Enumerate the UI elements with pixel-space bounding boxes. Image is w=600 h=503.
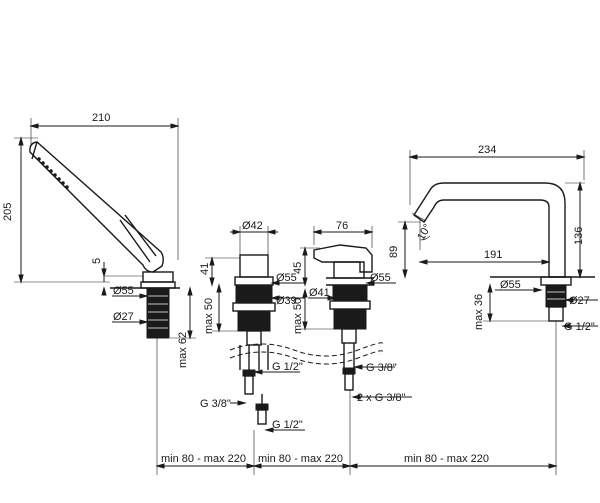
dim-handle1-height: 41 (199, 263, 211, 275)
cut-line-upper (229, 342, 383, 357)
handshower-drawing: 210 205 (2, 112, 196, 368)
dim-handshower-outer: Ø55 (113, 285, 134, 297)
conn-valve2-top: G 3/8" (366, 362, 397, 374)
spacing-span-1: min 80 - max 220 (161, 453, 246, 465)
dim-spout-thread: Ø27 (569, 295, 590, 307)
cut-line-lower (229, 350, 383, 365)
dim-handle1-base: Ø55 (276, 272, 297, 284)
dim-spout-base: Ø55 (500, 279, 521, 291)
dim-handshower-thread: Ø27 (113, 311, 134, 323)
dim-spout-length: 234 (478, 144, 496, 156)
dim-handle1-inner: Ø39 (276, 295, 297, 307)
conn-valve1-side: G 3/8" (200, 398, 231, 410)
conn-valve2-pair: 2 x G 3/8" (357, 392, 406, 404)
dim-spout-height: 136 (573, 227, 585, 245)
spacing-dimensions: min 80 - max 220 min 80 - max 220 min 80… (155, 321, 558, 475)
handle-left-drawing: Ø42 41 Ø55 Ø39 max 50 (199, 220, 305, 433)
conn-valve1-top: G 1/2" (272, 361, 303, 373)
dim-handle2-height: 45 (292, 262, 304, 274)
dim-spout-max: max 36 (473, 294, 485, 330)
spacing-span-2: min 80 - max 220 (258, 453, 343, 465)
dim-handle1-diameter: Ø42 (242, 220, 263, 232)
conn-spout: G 1/2" (564, 321, 595, 333)
dim-handshower-max: max 62 (177, 332, 189, 368)
dim-spout-angle: 10° (415, 222, 434, 242)
dim-handshower-gap: 5 (91, 258, 103, 264)
dim-handshower-length: 210 (92, 112, 110, 124)
spacing-span-3: min 80 - max 220 (404, 453, 489, 465)
dim-handle2-width: 76 (336, 220, 348, 232)
conn-valve1-bottom: G 1/2" (272, 419, 303, 431)
dim-handle2-base: Ø55 (370, 272, 391, 284)
dim-handle2-inner: Ø41 (309, 287, 330, 299)
dim-handshower-height: 205 (2, 203, 14, 221)
dim-spout-reach: 191 (484, 249, 502, 261)
dim-handle1-max: max 50 (203, 298, 215, 334)
dim-spout-outlet-height: 89 (388, 246, 400, 258)
spout-drawing: 234 10° 136 89 191 (388, 144, 598, 333)
handle-right-drawing: 76 45 max 50 Ø41 Ø55 (292, 220, 412, 404)
dim-handle2-max: max 50 (292, 298, 304, 334)
